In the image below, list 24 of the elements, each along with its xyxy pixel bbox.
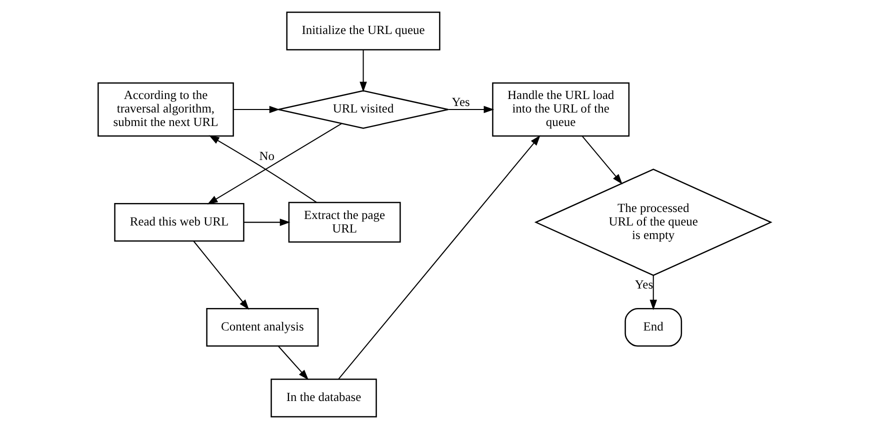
arrow bbox=[650, 275, 657, 310]
edge-label: No bbox=[259, 148, 275, 163]
arrow bbox=[360, 50, 367, 92]
arrow bbox=[582, 136, 622, 184]
edge-label: Yes bbox=[452, 94, 470, 109]
node-box: Initialize the URL queue bbox=[286, 12, 440, 50]
node-box: Read this web URL bbox=[114, 202, 244, 242]
node-box: End bbox=[624, 308, 682, 347]
arrow bbox=[448, 106, 494, 114]
node-box: Handle the URL load into the URL of the queue bbox=[492, 82, 630, 137]
node-diamond: The processed URL of the queue is empty bbox=[534, 168, 772, 276]
node-diamond: URL visited bbox=[278, 90, 449, 129]
node-box: According to the traversal algorithm, submit the next URL bbox=[98, 82, 234, 137]
edge-label: Yes bbox=[634, 278, 654, 292]
arrow bbox=[234, 106, 280, 114]
arrow bbox=[193, 240, 250, 310]
arrow bbox=[278, 346, 309, 380]
arrow bbox=[244, 218, 290, 226]
node-box: Content analysis bbox=[206, 308, 319, 347]
arrow bbox=[338, 135, 540, 380]
node-box: In the database bbox=[270, 378, 377, 418]
arrow bbox=[208, 135, 317, 203]
node-box: Extract the page URL bbox=[288, 202, 401, 243]
arrow bbox=[207, 123, 342, 204]
